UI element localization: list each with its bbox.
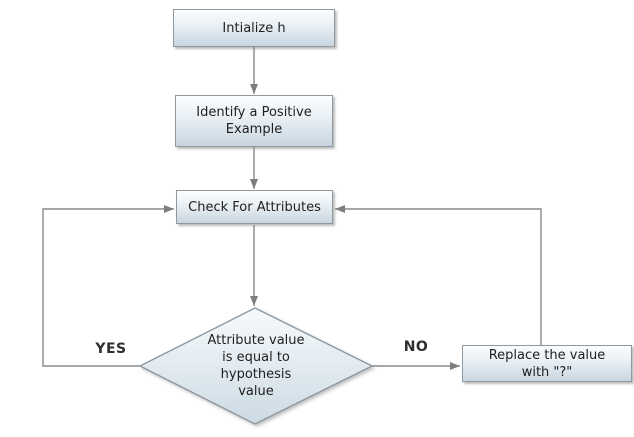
edge-yes-loop-to-check xyxy=(42,205,174,367)
node-replace-value-label: Replace the value with "?" xyxy=(488,347,606,380)
node-replace-value: Replace the value with "?" xyxy=(462,345,632,382)
node-identify-positive-example: Identify a Positive Example xyxy=(175,95,333,147)
edge-label-no: NO xyxy=(403,339,429,355)
node-identify-positive-example-label: Identify a Positive Example xyxy=(196,105,312,137)
edge-replace-loop-to-check xyxy=(335,205,542,345)
node-check-for-attributes-label: Check For Attributes xyxy=(188,199,321,215)
edge-label-yes: YES xyxy=(95,341,127,357)
node-check-for-attributes: Check For Attributes xyxy=(176,190,333,224)
decision-diamond-shape xyxy=(138,307,374,425)
node-initialize-h: Intialize h xyxy=(173,9,335,47)
node-initialize-h-label: Intialize h xyxy=(222,20,286,36)
